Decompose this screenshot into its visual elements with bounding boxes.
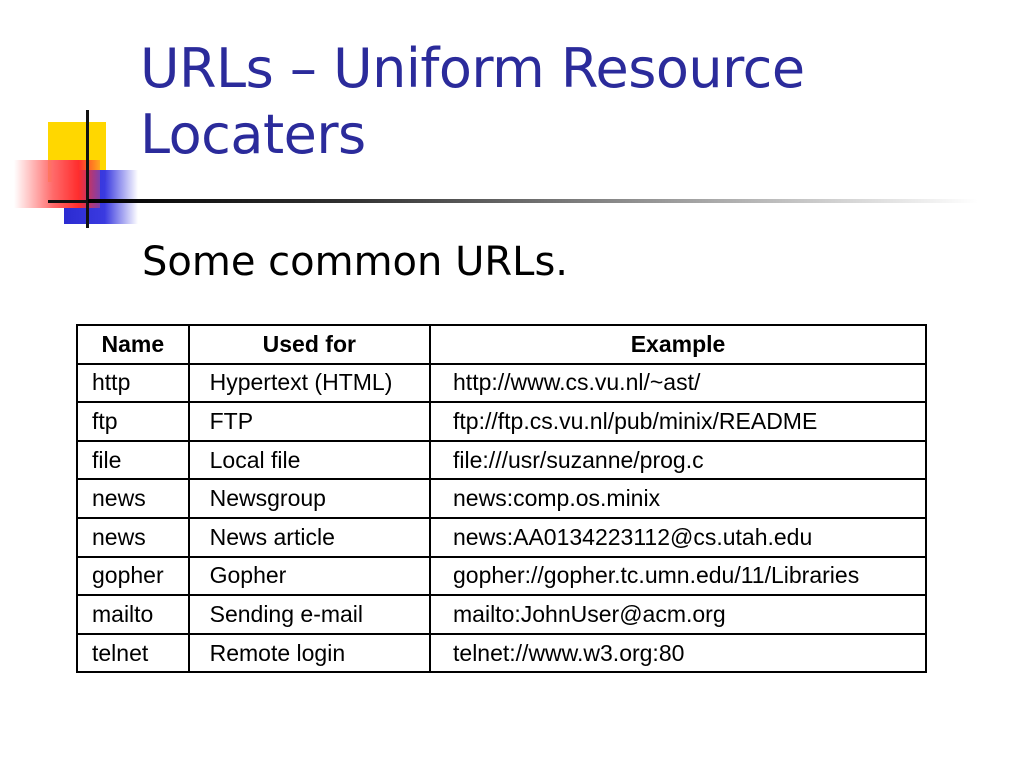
cell-example: news:comp.os.minix [429,478,927,519]
cell-name: news [76,478,190,519]
cell-used-for: Remote login [187,632,432,674]
header-name: Name [76,324,190,365]
cell-name: file [76,439,190,481]
cell-name: mailto [76,594,190,635]
cell-example: telnet://www.w3.org:80 [429,632,927,674]
cell-name: ftp [76,401,190,442]
cell-used-for: Local file [187,439,432,481]
table-row: mailto Sending e-mail mailto:JohnUser@ac… [76,594,927,635]
table-row: news News article news:AA0134223112@cs.u… [76,516,927,558]
cell-example: file:///usr/suzanne/prog.c [429,439,927,481]
table-row: file Local file file:///usr/suzanne/prog… [76,439,927,481]
table-row: news Newsgroup news:comp.os.minix [76,478,927,519]
url-table: Name Used for Example http Hypertext (HT… [76,324,927,674]
slide-subtitle: Some common URLs. [142,239,568,285]
table-row: telnet Remote login telnet://www.w3.org:… [76,632,927,674]
cell-used-for: Hypertext (HTML) [187,362,432,404]
cell-used-for: Gopher [187,555,432,597]
cell-example: http://www.cs.vu.nl/~ast/ [429,362,927,404]
slide-title: URLs – Uniform Resource Locaters [140,37,805,166]
table-row: http Hypertext (HTML) http://www.cs.vu.n… [76,362,927,404]
title-underline-rule [88,199,978,203]
cell-used-for: Newsgroup [187,478,432,519]
cell-name: gopher [76,555,190,597]
cell-used-for: Sending e-mail [187,594,432,635]
cell-example: mailto:JohnUser@acm.org [429,594,927,635]
cell-used-for: FTP [187,401,432,442]
header-example: Example [429,324,927,365]
cell-example: ftp://ftp.cs.vu.nl/pub/minix/README [429,401,927,442]
cell-name: telnet [76,632,190,674]
cell-example: gopher://gopher.tc.umn.edu/11/Libraries [429,555,927,597]
table-row: ftp FTP ftp://ftp.cs.vu.nl/pub/minix/REA… [76,401,927,442]
table-header-row: Name Used for Example [76,324,927,365]
cell-name: http [76,362,190,404]
cell-used-for: News article [187,516,432,558]
decorative-vertical-line [86,110,89,228]
cell-example: news:AA0134223112@cs.utah.edu [429,516,927,558]
decorative-horizontal-line [48,200,112,203]
cell-name: news [76,516,190,558]
header-used-for: Used for [187,324,432,365]
table-row: gopher Gopher gopher://gopher.tc.umn.edu… [76,555,927,597]
